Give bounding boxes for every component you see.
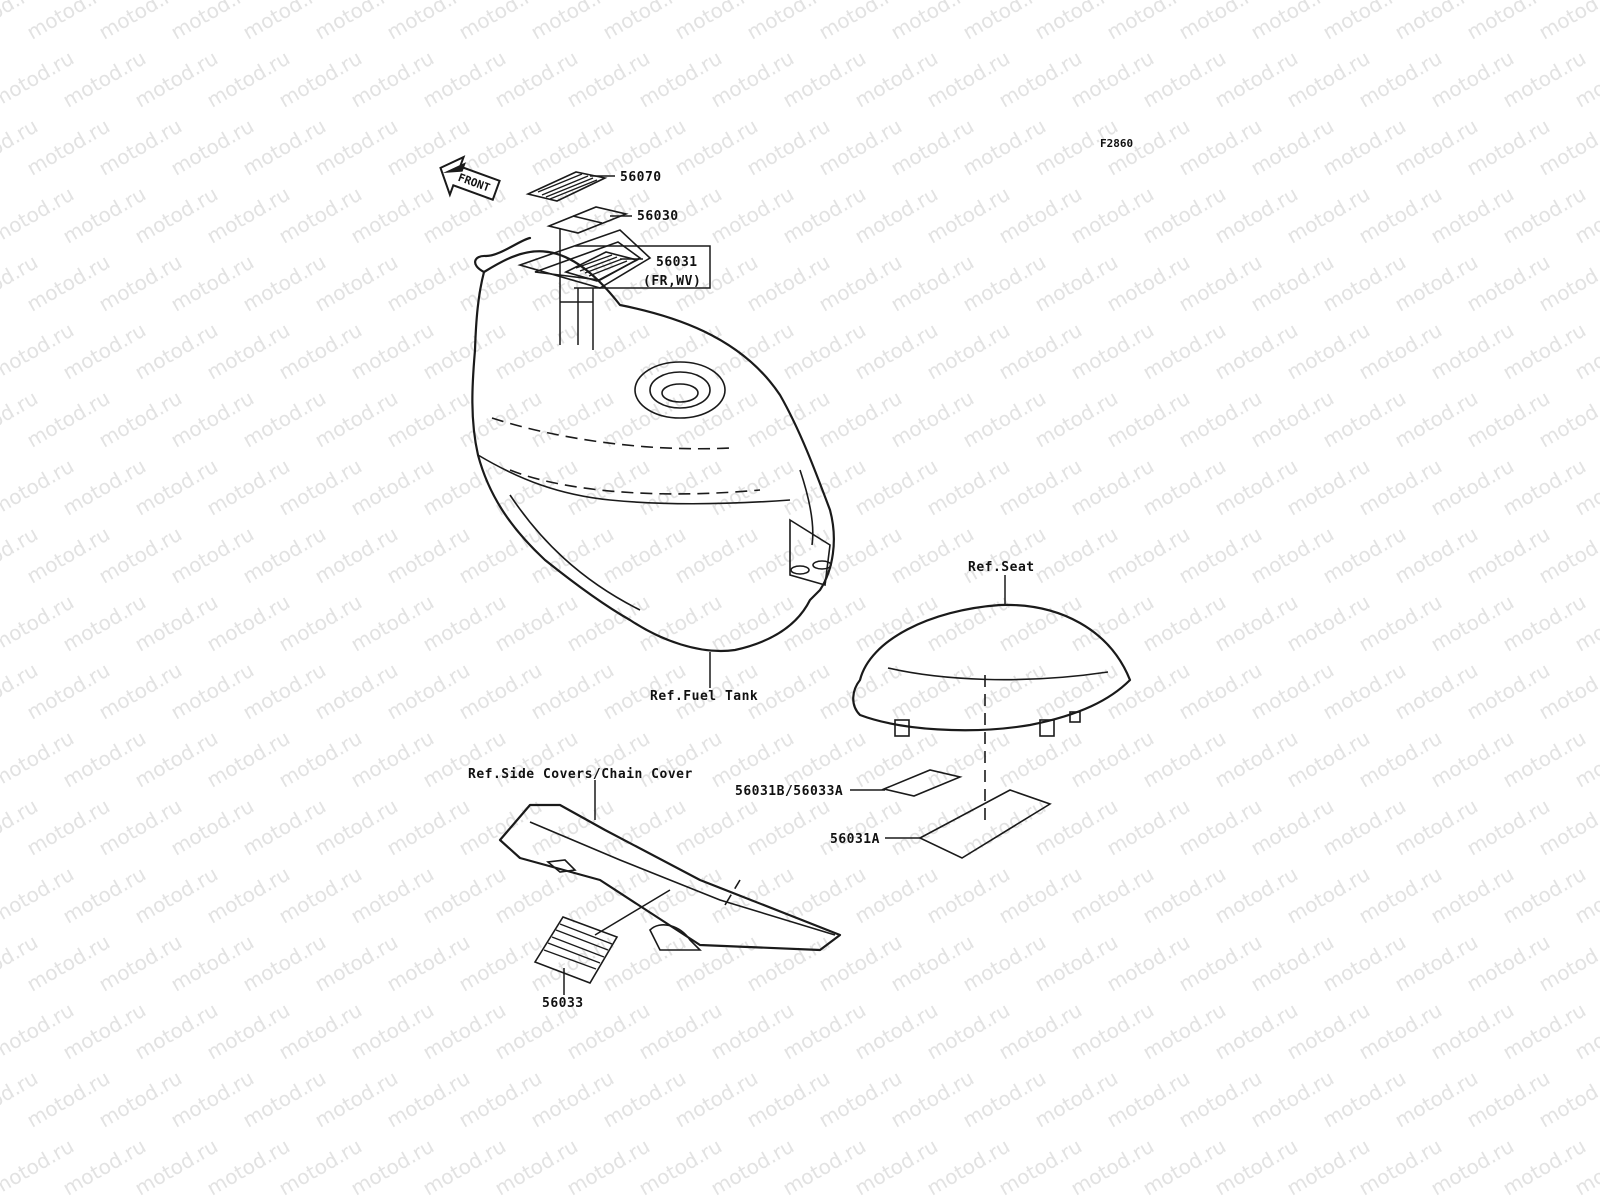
label-56070-decal [525,171,608,202]
callout-56030: 56030 [637,209,679,224]
label-56031b-56033a-decal [881,769,963,797]
seat [852,603,1132,820]
callout-56031: 56031 [656,255,698,270]
diagram-code: F2860 [1100,137,1133,150]
front-arrow-icon: FRONT [439,155,501,201]
watermark-text: motod.ru [1535,0,1600,44]
callout-56031a: 56031A [830,832,880,847]
callout-56033: 56033 [542,996,584,1011]
callout-56070: 56070 [620,170,662,185]
label-56033-decal [533,916,619,984]
label-56031a-decal [918,789,1052,859]
ref-side-covers: Ref.Side Covers/Chain Cover [468,767,693,782]
chain-cover [498,803,842,952]
ref-fuel-tank: Ref.Fuel Tank [650,689,758,704]
label-56030-decal [546,206,629,234]
ref-seat: Ref.Seat [968,560,1035,575]
fuel-tank [471,229,835,652]
callout-56031-note: (FR,WV) [643,274,701,289]
callout-56031b-56033a: 56031B/56033A [735,784,843,799]
